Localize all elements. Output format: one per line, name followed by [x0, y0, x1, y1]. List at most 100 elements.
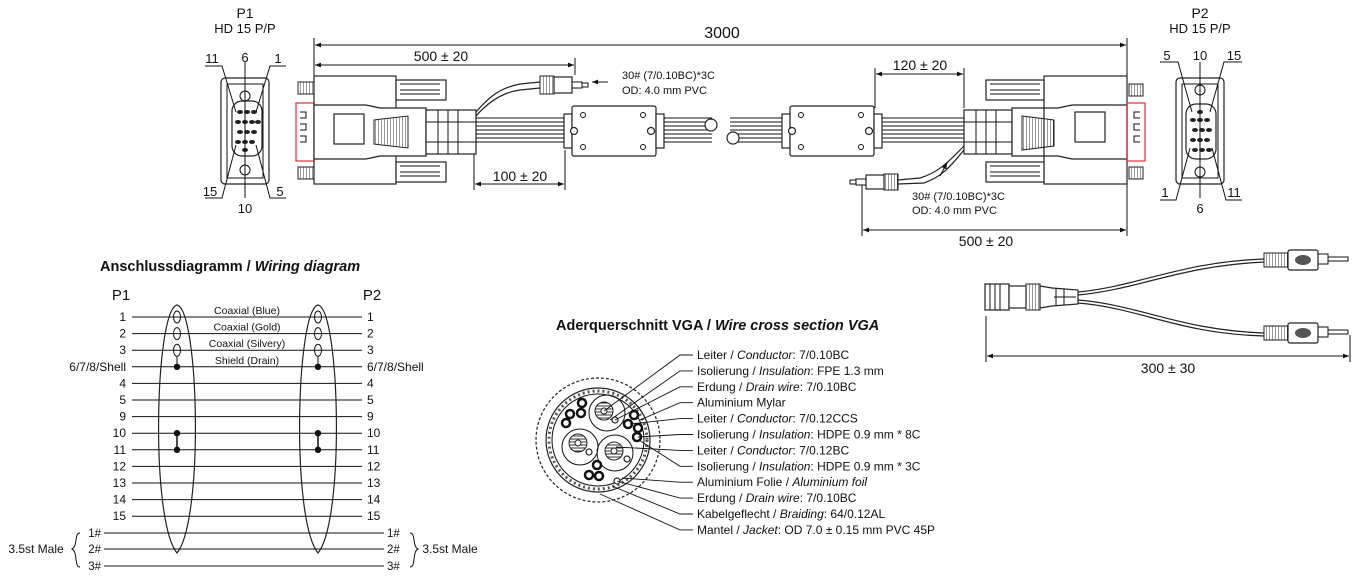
leader-line [639, 402, 693, 421]
p2-connector-face: P2 HD 15 P/P 5 10 15 1 6 11 [1160, 5, 1242, 216]
dimension-total-label: 3000 [704, 25, 740, 42]
dimension-left-audio: 500 ± 20 [315, 48, 576, 75]
p1-pin-6: 6 [241, 50, 248, 65]
dimension-left-ferrite: 100 ± 20 [473, 150, 566, 190]
wiring-pin-right: 1 [367, 310, 374, 324]
wiring-pin-left: 9 [119, 410, 126, 424]
wiring-pin-left: 13 [113, 476, 127, 490]
junction-dot-icon [173, 430, 181, 437]
flat-cable-left [475, 81, 566, 143]
cross-section-label: Mantel / Jacket: OD 7.0 ± 0.15 mm PVC 45… [697, 523, 935, 537]
audio-pin-right: 2# [387, 544, 400, 556]
wiring-pin-right: 9 [367, 410, 374, 424]
audio-left-label: 3.5st Male [8, 542, 64, 556]
audio-right-brace [409, 532, 420, 568]
wiring-row: 11 11 [114, 443, 380, 457]
leader-line [637, 434, 693, 438]
audio-rows: 1#1# 2# 2# 3# 3# [88, 528, 400, 573]
p1-subtitle: HD 15 P/P [214, 21, 275, 36]
wiring-pin-right: 14 [367, 493, 381, 507]
p1-pin-5: 5 [276, 184, 283, 199]
audio-pin-left: 2# [88, 544, 101, 556]
p2-title: P2 [1191, 5, 1208, 21]
leader-line [616, 480, 693, 499]
cross-section-label: Isolierung / Insulation: FPE 1.3 mm [697, 364, 884, 378]
p2-pin-6: 6 [1196, 201, 1203, 216]
wiring-pin-left: 15 [113, 509, 127, 523]
dimension-right-audio: 500 ± 20 [861, 180, 1128, 249]
p1-connector-face: P1 HD 15 P/P 11 6 1 15 10 5 [203, 5, 286, 216]
leader-line [615, 446, 693, 451]
p1-pin-1: 1 [274, 51, 281, 66]
wire-type-label: Coaxial (Gold) [213, 322, 280, 334]
leader-line [611, 485, 693, 515]
audio-left-brace [70, 532, 81, 568]
rca-y-adapter [984, 249, 1349, 344]
wiring-pin-right: 5 [367, 393, 374, 407]
right-vga-plug [963, 75, 1146, 185]
wiring-diagram-title: Anschlussdiagramm / Wiring diagram [100, 259, 360, 275]
wiring-pin-right: 11 [367, 443, 380, 457]
wiring-pin-right: 13 [367, 476, 381, 490]
audio-row: 1#1# [88, 528, 400, 540]
p2-pin-15: 15 [1227, 48, 1241, 63]
p2-pin-10: 10 [1193, 48, 1207, 63]
leader-line [621, 477, 693, 483]
dimension-right-ferrite: 120 ± 20 [874, 57, 965, 108]
audio-pin-right: 3# [387, 561, 400, 573]
cross-section-label: Aluminium Mylar [697, 396, 786, 410]
p2-pin-11: 11 [1227, 185, 1241, 200]
wiring-pin-right: 15 [367, 509, 381, 523]
wiring-pin-left: 11 [114, 443, 127, 457]
leader-line [614, 386, 693, 421]
audio-pin-left: 1# [88, 528, 101, 540]
junction-dot-icon [314, 363, 322, 370]
wiring-row: 13 13 [113, 476, 381, 490]
p2-subtitle: HD 15 P/P [1169, 21, 1230, 36]
leader-line [599, 493, 693, 531]
wiring-pin-left: 10 [113, 426, 127, 440]
cross-section-label: Isolierung / Insulation: HDPE 0.9 mm * 8… [697, 428, 921, 442]
p1-pin-11: 11 [205, 51, 219, 66]
p1-pin-10: 10 [238, 201, 252, 216]
wire-type-label: Coaxial (Silvery) [209, 338, 285, 350]
left-audio-plug: 30# (7/0.10BC)*3C OD: 4.0 mm PVC [539, 70, 715, 97]
cross-section-label: Leiter / Conductor: 7/0.12BC [697, 443, 849, 457]
wiring-p2-label: P2 [363, 287, 381, 304]
leader-line [609, 370, 693, 421]
dimension-right-audio-label: 500 ± 20 [959, 233, 1014, 249]
p2-pin-5: 5 [1163, 48, 1170, 63]
audio-row: 2# 2# [88, 544, 400, 556]
left-audio-note-line2: OD: 4.0 mm PVC [622, 85, 707, 97]
left-ferrite-core [563, 105, 718, 157]
junction-dot-icon [173, 363, 181, 370]
wiring-pin-left: 5 [119, 393, 126, 407]
cross-section-label: Kabelgeflecht / Braiding: 64/0.12AL [697, 507, 885, 521]
wiring-pin-right: 3 [367, 343, 374, 357]
right-audio-plug: 30# (7/0.10BC)*3C OD: 4.0 mm PVC [849, 145, 1005, 217]
cross-section-title: Aderquerschnitt VGA / Wire cross section… [556, 318, 879, 334]
coax-shield-icon [314, 310, 322, 324]
cross-section-label: Leiter / Conductor: 7/0.10BC [697, 348, 849, 362]
dimension-total: 3000 [313, 25, 1128, 80]
p1-title: P1 [236, 5, 253, 21]
right-audio-note-line2: OD: 4.0 mm PVC [912, 205, 997, 217]
dimension-left-audio-label: 500 ± 20 [414, 48, 469, 64]
cable-cross-section [535, 377, 661, 503]
p1-pin-15: 15 [203, 184, 217, 199]
cross-section-labels: Leiter / Conductor: 7/0.10BC Isolierung /… [697, 348, 935, 537]
dimension-left-ferrite-label: 100 ± 20 [493, 168, 548, 184]
leader-line [629, 418, 693, 425]
dimension-right-ferrite-label: 120 ± 20 [893, 57, 948, 73]
audio-pin-left: 3# [88, 561, 101, 573]
wiring-pin-right: 2 [367, 327, 374, 341]
left-vga-plug [295, 75, 477, 185]
